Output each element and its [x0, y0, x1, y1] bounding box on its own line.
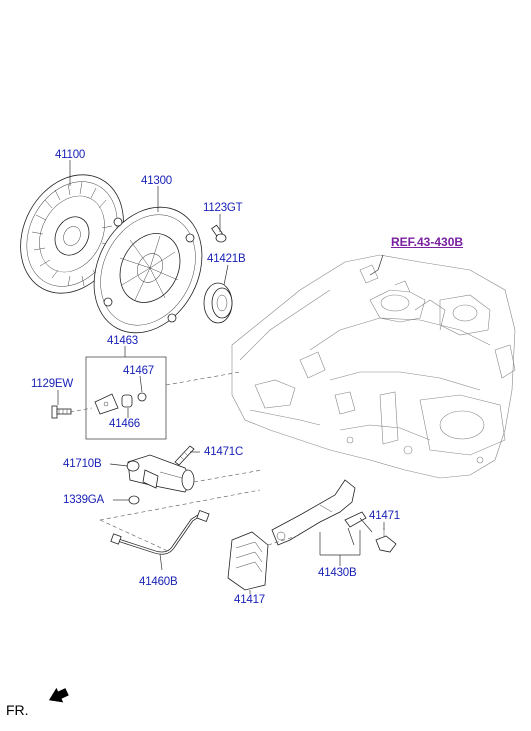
part-label-41460b[interactable]: 41460B	[139, 576, 178, 588]
front-direction-arrow-icon	[48, 687, 69, 703]
boot-part	[227, 531, 269, 591]
bolt-1129ew-part	[51, 405, 72, 419]
part-label-41710b[interactable]: 41710B	[63, 458, 102, 470]
part-label-41467[interactable]: 41467	[123, 365, 154, 377]
part-label-1129ew[interactable]: 1129EW	[31, 378, 74, 390]
slave-cylinder-part	[126, 454, 195, 493]
part-label-41417[interactable]: 41417	[234, 594, 265, 606]
release-fork-part	[271, 479, 373, 546]
front-direction-label: FR.	[6, 702, 29, 718]
part-label-1339ga[interactable]: 1339GA	[63, 494, 104, 506]
push-rod-part	[174, 445, 195, 466]
bolt-1123gt-part	[211, 224, 227, 243]
bracket-group-41463	[85, 356, 167, 440]
part-label-41463[interactable]: 41463	[107, 335, 138, 347]
release-bearing-part	[203, 282, 233, 324]
part-label-41471[interactable]: 41471	[369, 510, 400, 522]
part-label-1123gt[interactable]: 1123GT	[203, 202, 243, 214]
gasket-part	[128, 495, 140, 505]
part-label-41430b[interactable]: 41430B	[318, 567, 357, 579]
part-label-41300[interactable]: 41300	[141, 175, 172, 187]
hose-part	[110, 510, 210, 555]
transmission-housing	[231, 254, 516, 479]
pressure-plate-part	[93, 206, 203, 334]
part-label-41471c[interactable]: 41471C	[204, 446, 244, 458]
pivot-bolt-part	[375, 528, 397, 553]
part-label-41421b[interactable]: 41421B	[207, 253, 246, 265]
part-label-41100[interactable]: 41100	[55, 149, 86, 161]
assembly-lines	[69, 371, 301, 553]
reference-link-transmission[interactable]: REF.43-430B	[391, 235, 464, 249]
part-label-41466[interactable]: 41466	[109, 418, 140, 430]
leader-lines	[57, 160, 385, 594]
